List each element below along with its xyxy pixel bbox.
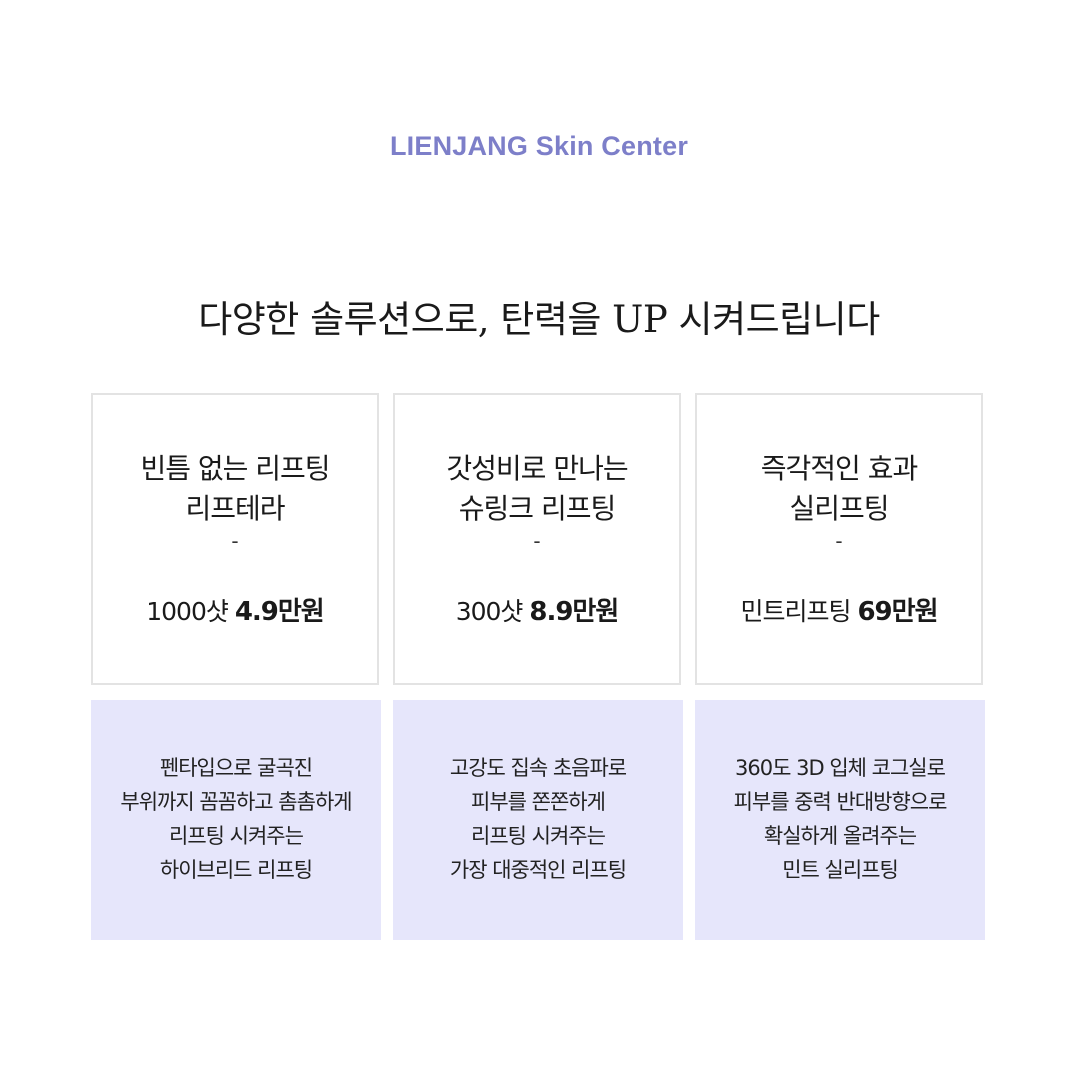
treatment-card-thread-lifting: 즉각적인 효과 실리프팅 - 민트리프팅 69만원 <box>695 393 983 685</box>
card-price: 300샷 8.9만원 <box>395 591 679 628</box>
description-line: 가장 대중적인 리프팅 <box>449 858 627 882</box>
card-title: 갓성비로 만나는 슈링크 리프팅 <box>395 449 679 529</box>
price-prefix: 1000샷 <box>146 597 229 626</box>
description-line: 부위까지 꼼꼼하고 촘촘하게 <box>120 790 352 814</box>
description-panel-lifterra: 펜타입으로 굴곡진 부위까지 꼼꼼하고 촘촘하게 리프팅 시켜주는 하이브리드 … <box>91 700 381 940</box>
card-price: 민트리프팅 69만원 <box>697 591 981 628</box>
description-line: 하이브리드 리프팅 <box>159 858 313 882</box>
price-amount: 69만원 <box>857 597 938 627</box>
price-prefix: 민트리프팅 <box>740 597 852 626</box>
card-divider-dash: - <box>835 529 843 553</box>
description-line: 360도 3D 입체 코그실로 <box>735 756 946 780</box>
card-title-line: 실리프팅 <box>789 492 889 525</box>
card-title-line: 리프테라 <box>185 492 285 525</box>
card-title-line: 슈링크 리프팅 <box>458 492 616 525</box>
description-line: 리프팅 시켜주는 <box>471 824 606 848</box>
brand-title: LIENJANG Skin Center <box>389 131 689 161</box>
description-panel-shurink: 고강도 집속 초음파로 피부를 쫀쫀하게 리프팅 시켜주는 가장 대중적인 리프… <box>393 700 683 940</box>
description-line: 고강도 집속 초음파로 <box>449 756 627 780</box>
price-prefix: 300샷 <box>455 597 524 626</box>
card-title: 빈틈 없는 리프팅 리프테라 <box>93 449 377 529</box>
description-line: 리프팅 시켜주는 <box>169 824 304 848</box>
treatment-card-lifterra: 빈틈 없는 리프팅 리프테라 - 1000샷 4.9만원 <box>91 393 379 685</box>
description-line: 피부를 쫀쫀하게 <box>471 790 606 814</box>
card-title-line: 빈틈 없는 리프팅 <box>140 452 330 485</box>
description-line: 피부를 중력 반대방향으로 <box>733 790 948 814</box>
page-headline: 다양한 솔루션으로, 탄력을 UP 시켜드립니다 <box>198 298 880 341</box>
description-line: 확실하게 올려주는 <box>763 824 917 848</box>
card-divider-dash: - <box>231 529 239 553</box>
treatment-card-shurink: 갓성비로 만나는 슈링크 리프팅 - 300샷 8.9만원 <box>393 393 681 685</box>
description-panel-thread-lifting: 360도 3D 입체 코그실로 피부를 중력 반대방향으로 확실하게 올려주는 … <box>695 700 985 940</box>
card-divider-dash: - <box>533 529 541 553</box>
price-amount: 8.9만원 <box>529 597 619 627</box>
card-price: 1000샷 4.9만원 <box>93 591 377 628</box>
card-title-line: 즉각적인 효과 <box>760 452 918 485</box>
description-line: 펜타입으로 굴곡진 <box>159 756 313 780</box>
card-title-line: 갓성비로 만나는 <box>446 452 628 485</box>
price-amount: 4.9만원 <box>234 597 325 627</box>
description-line: 민트 실리프팅 <box>782 858 899 882</box>
card-title: 즉각적인 효과 실리프팅 <box>697 449 981 529</box>
